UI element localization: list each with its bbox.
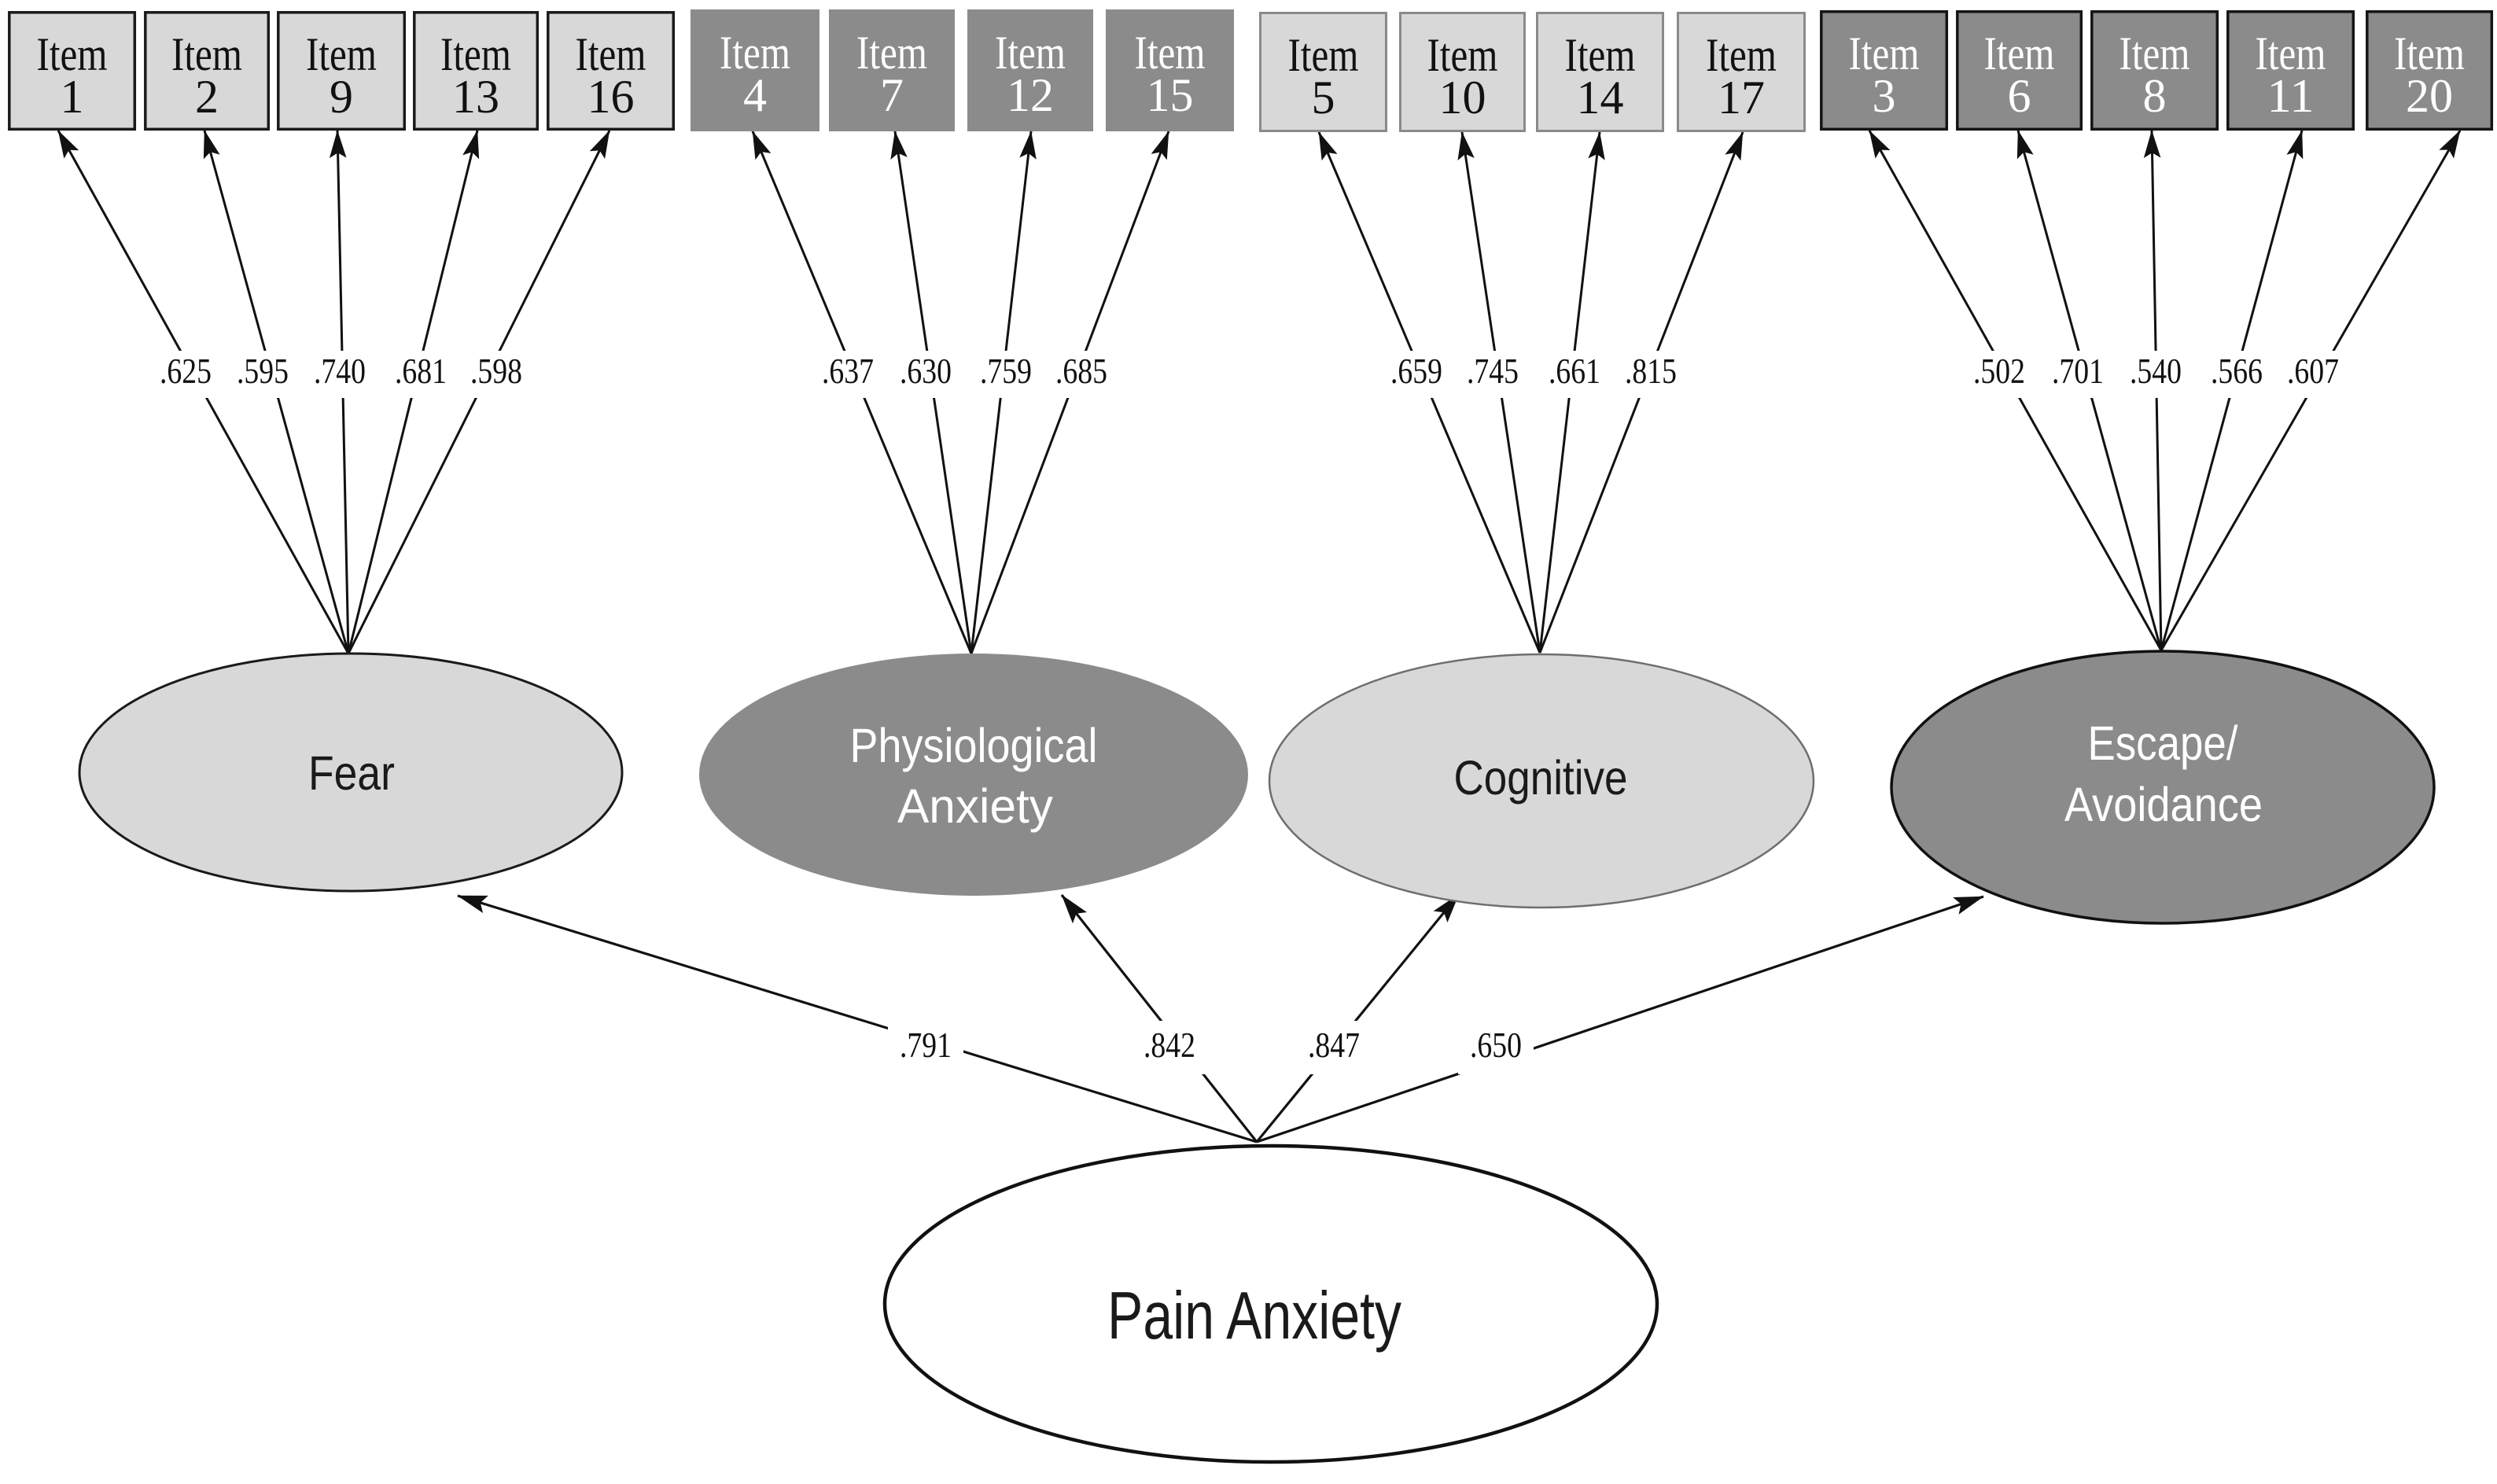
svg-text:Item: Item xyxy=(995,27,1066,79)
svg-text:11: 11 xyxy=(2267,70,2315,122)
svg-text:Escape/: Escape/ xyxy=(2088,716,2238,770)
svg-text:Item: Item xyxy=(37,28,108,80)
svg-text:.681: .681 xyxy=(395,352,447,391)
svg-text:.701: .701 xyxy=(2052,352,2104,391)
svg-text:Item: Item xyxy=(1849,28,1920,79)
svg-text:7: 7 xyxy=(880,69,904,121)
svg-text:12: 12 xyxy=(1007,69,1054,121)
svg-text:Item: Item xyxy=(171,28,242,80)
svg-text:.540: .540 xyxy=(2130,352,2182,391)
svg-text:17: 17 xyxy=(1718,72,1765,123)
svg-text:.791: .791 xyxy=(900,1026,952,1065)
svg-text:.847: .847 xyxy=(1308,1026,1360,1065)
svg-text:.740: .740 xyxy=(314,352,366,391)
svg-text:.598: .598 xyxy=(470,352,522,391)
svg-text:.625: .625 xyxy=(160,352,212,391)
svg-text:Pain Anxiety: Pain Anxiety xyxy=(1107,1279,1401,1353)
svg-text:Item: Item xyxy=(1288,29,1359,81)
svg-text:Item: Item xyxy=(1984,28,2055,79)
svg-text:.745: .745 xyxy=(1467,352,1519,391)
svg-text:.595: .595 xyxy=(237,352,289,391)
svg-text:5: 5 xyxy=(1312,72,1335,123)
svg-text:14: 14 xyxy=(1577,72,1624,123)
svg-text:10: 10 xyxy=(1439,72,1486,123)
svg-text:.842: .842 xyxy=(1144,1026,1195,1065)
svg-text:4: 4 xyxy=(743,69,767,121)
svg-text:Anxiety: Anxiety xyxy=(897,779,1053,833)
svg-text:8: 8 xyxy=(2143,70,2167,122)
svg-text:16: 16 xyxy=(587,71,635,123)
svg-text:3: 3 xyxy=(1873,70,1896,122)
svg-text:.637: .637 xyxy=(822,352,874,391)
svg-text:Item: Item xyxy=(306,28,377,80)
svg-text:Item: Item xyxy=(720,27,790,79)
svg-text:.607: .607 xyxy=(2287,352,2339,391)
svg-text:.685: .685 xyxy=(1055,352,1107,391)
svg-text:.659: .659 xyxy=(1390,352,1442,391)
svg-text:13: 13 xyxy=(452,71,499,123)
svg-text:Item: Item xyxy=(2394,28,2465,79)
svg-text:.759: .759 xyxy=(980,352,1032,391)
svg-text:.815: .815 xyxy=(1625,352,1677,391)
svg-text:Cognitive: Cognitive xyxy=(1454,751,1628,805)
svg-text:Item: Item xyxy=(1565,29,1636,81)
svg-text:Fear: Fear xyxy=(308,746,395,800)
svg-text:.650: .650 xyxy=(1470,1026,1522,1065)
svg-text:Item: Item xyxy=(2256,28,2326,79)
svg-text:6: 6 xyxy=(2008,70,2031,122)
svg-text:.502: .502 xyxy=(1973,352,2025,391)
svg-text:20: 20 xyxy=(2406,70,2453,122)
svg-text:9: 9 xyxy=(330,71,353,123)
svg-text:1: 1 xyxy=(61,71,84,123)
svg-text:Item: Item xyxy=(1427,29,1498,81)
svg-text:Item: Item xyxy=(856,27,927,79)
svg-text:Item: Item xyxy=(440,28,511,80)
svg-text:.566: .566 xyxy=(2211,352,2263,391)
svg-text:2: 2 xyxy=(195,71,219,123)
svg-text:.630: .630 xyxy=(900,352,952,391)
svg-text:.661: .661 xyxy=(1549,352,1600,391)
svg-text:Item: Item xyxy=(2120,28,2190,79)
svg-text:Item: Item xyxy=(1706,29,1777,81)
svg-text:Avoidance: Avoidance xyxy=(2064,778,2263,831)
svg-text:Item: Item xyxy=(576,28,646,80)
svg-text:Item: Item xyxy=(1135,27,1206,79)
svg-text:15: 15 xyxy=(1147,69,1194,121)
svg-text:Physiological: Physiological xyxy=(850,719,1098,772)
